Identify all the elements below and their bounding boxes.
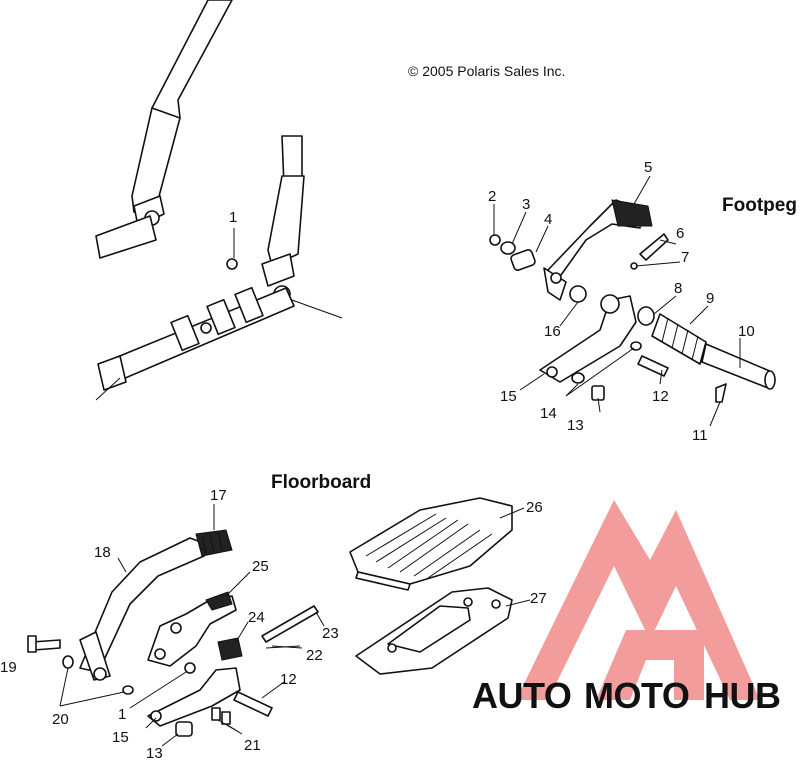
callout-footpeg-9: 9 [706, 290, 714, 307]
callout-footpeg-16: 16 [544, 323, 561, 340]
callout-floorboard-19: 19 [0, 659, 17, 676]
callout-footpeg-2: 2 [488, 188, 496, 205]
section-title-floorboard: Floorboard [271, 472, 371, 493]
callout-floorboard-22: 22 [306, 647, 323, 664]
callout-footpeg-15: 15 [500, 388, 517, 405]
callout-footpeg-13: 13 [567, 417, 584, 434]
callout-frame-1: 1 [229, 209, 237, 226]
watermark-hub: HUB [704, 675, 781, 716]
callout-footpeg-7: 7 [681, 249, 689, 266]
watermark-logo [516, 500, 760, 700]
callout-floorboard-26: 26 [526, 499, 543, 516]
callout-footpeg-8: 8 [674, 280, 682, 297]
callout-floorboard-12: 12 [280, 671, 297, 688]
callout-footpeg-10: 10 [738, 323, 755, 340]
callout-floorboard-25: 25 [252, 558, 269, 575]
frame-tubes [95, 0, 343, 401]
callout-floorboard-15: 15 [112, 729, 129, 746]
callout-footpeg-14: 14 [540, 405, 557, 422]
callout-floorboard-13: 13 [146, 745, 163, 759]
floorboard-assembly [27, 497, 531, 747]
callout-floorboard-21: 21 [244, 737, 261, 754]
callout-footpeg-11: 11 [692, 427, 708, 444]
callout-floorboard-24: 24 [248, 609, 265, 626]
section-title-footpeg: Footpeg [722, 195, 797, 216]
callout-floorboard-1: 1 [118, 706, 126, 723]
callout-floorboard-27: 27 [530, 590, 547, 607]
callout-floorboard-23: 23 [322, 625, 339, 642]
callout-floorboard-18: 18 [94, 544, 111, 561]
callout-footpeg-6: 6 [676, 225, 684, 242]
watermark-text: AUTO MOTO HUB [472, 675, 781, 716]
footpeg-assembly [489, 175, 776, 427]
callout-footpeg-3: 3 [522, 196, 530, 213]
watermark-auto: AUTO [472, 675, 571, 716]
callout-floorboard-17: 17 [210, 487, 227, 504]
callout-footpeg-12: 12 [652, 388, 669, 405]
callout-floorboard-20: 20 [52, 711, 69, 728]
watermark-moto: MOTO [584, 675, 689, 716]
copyright-text: © 2005 Polaris Sales Inc. [408, 63, 565, 79]
callout-footpeg-5: 5 [644, 159, 652, 176]
callout-footpeg-4: 4 [544, 211, 552, 228]
